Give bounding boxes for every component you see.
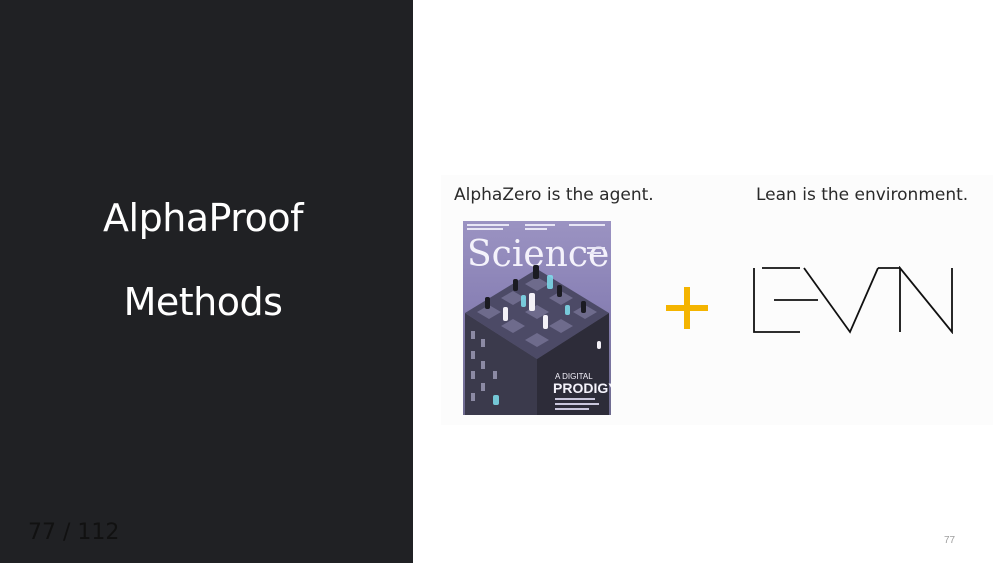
slide-title: AlphaProof [103, 196, 303, 240]
page-counter: 77 / 112 [28, 520, 120, 545]
caption-environment: Lean is the environment. [756, 185, 969, 205]
lean-logo-icon [753, 266, 953, 334]
cover-headline-small: A DIGITAL [555, 372, 593, 381]
science-cover-image: Science [463, 221, 611, 415]
slide-subtitle: Methods [123, 280, 283, 324]
plus-icon [666, 287, 708, 329]
cover-headline: PRODIGY [553, 380, 611, 396]
title-panel: AlphaProof Methods 77 / 112 [0, 0, 413, 563]
caption-agent: AlphaZero is the agent. [454, 185, 654, 205]
slide-number: 77 [944, 535, 956, 546]
